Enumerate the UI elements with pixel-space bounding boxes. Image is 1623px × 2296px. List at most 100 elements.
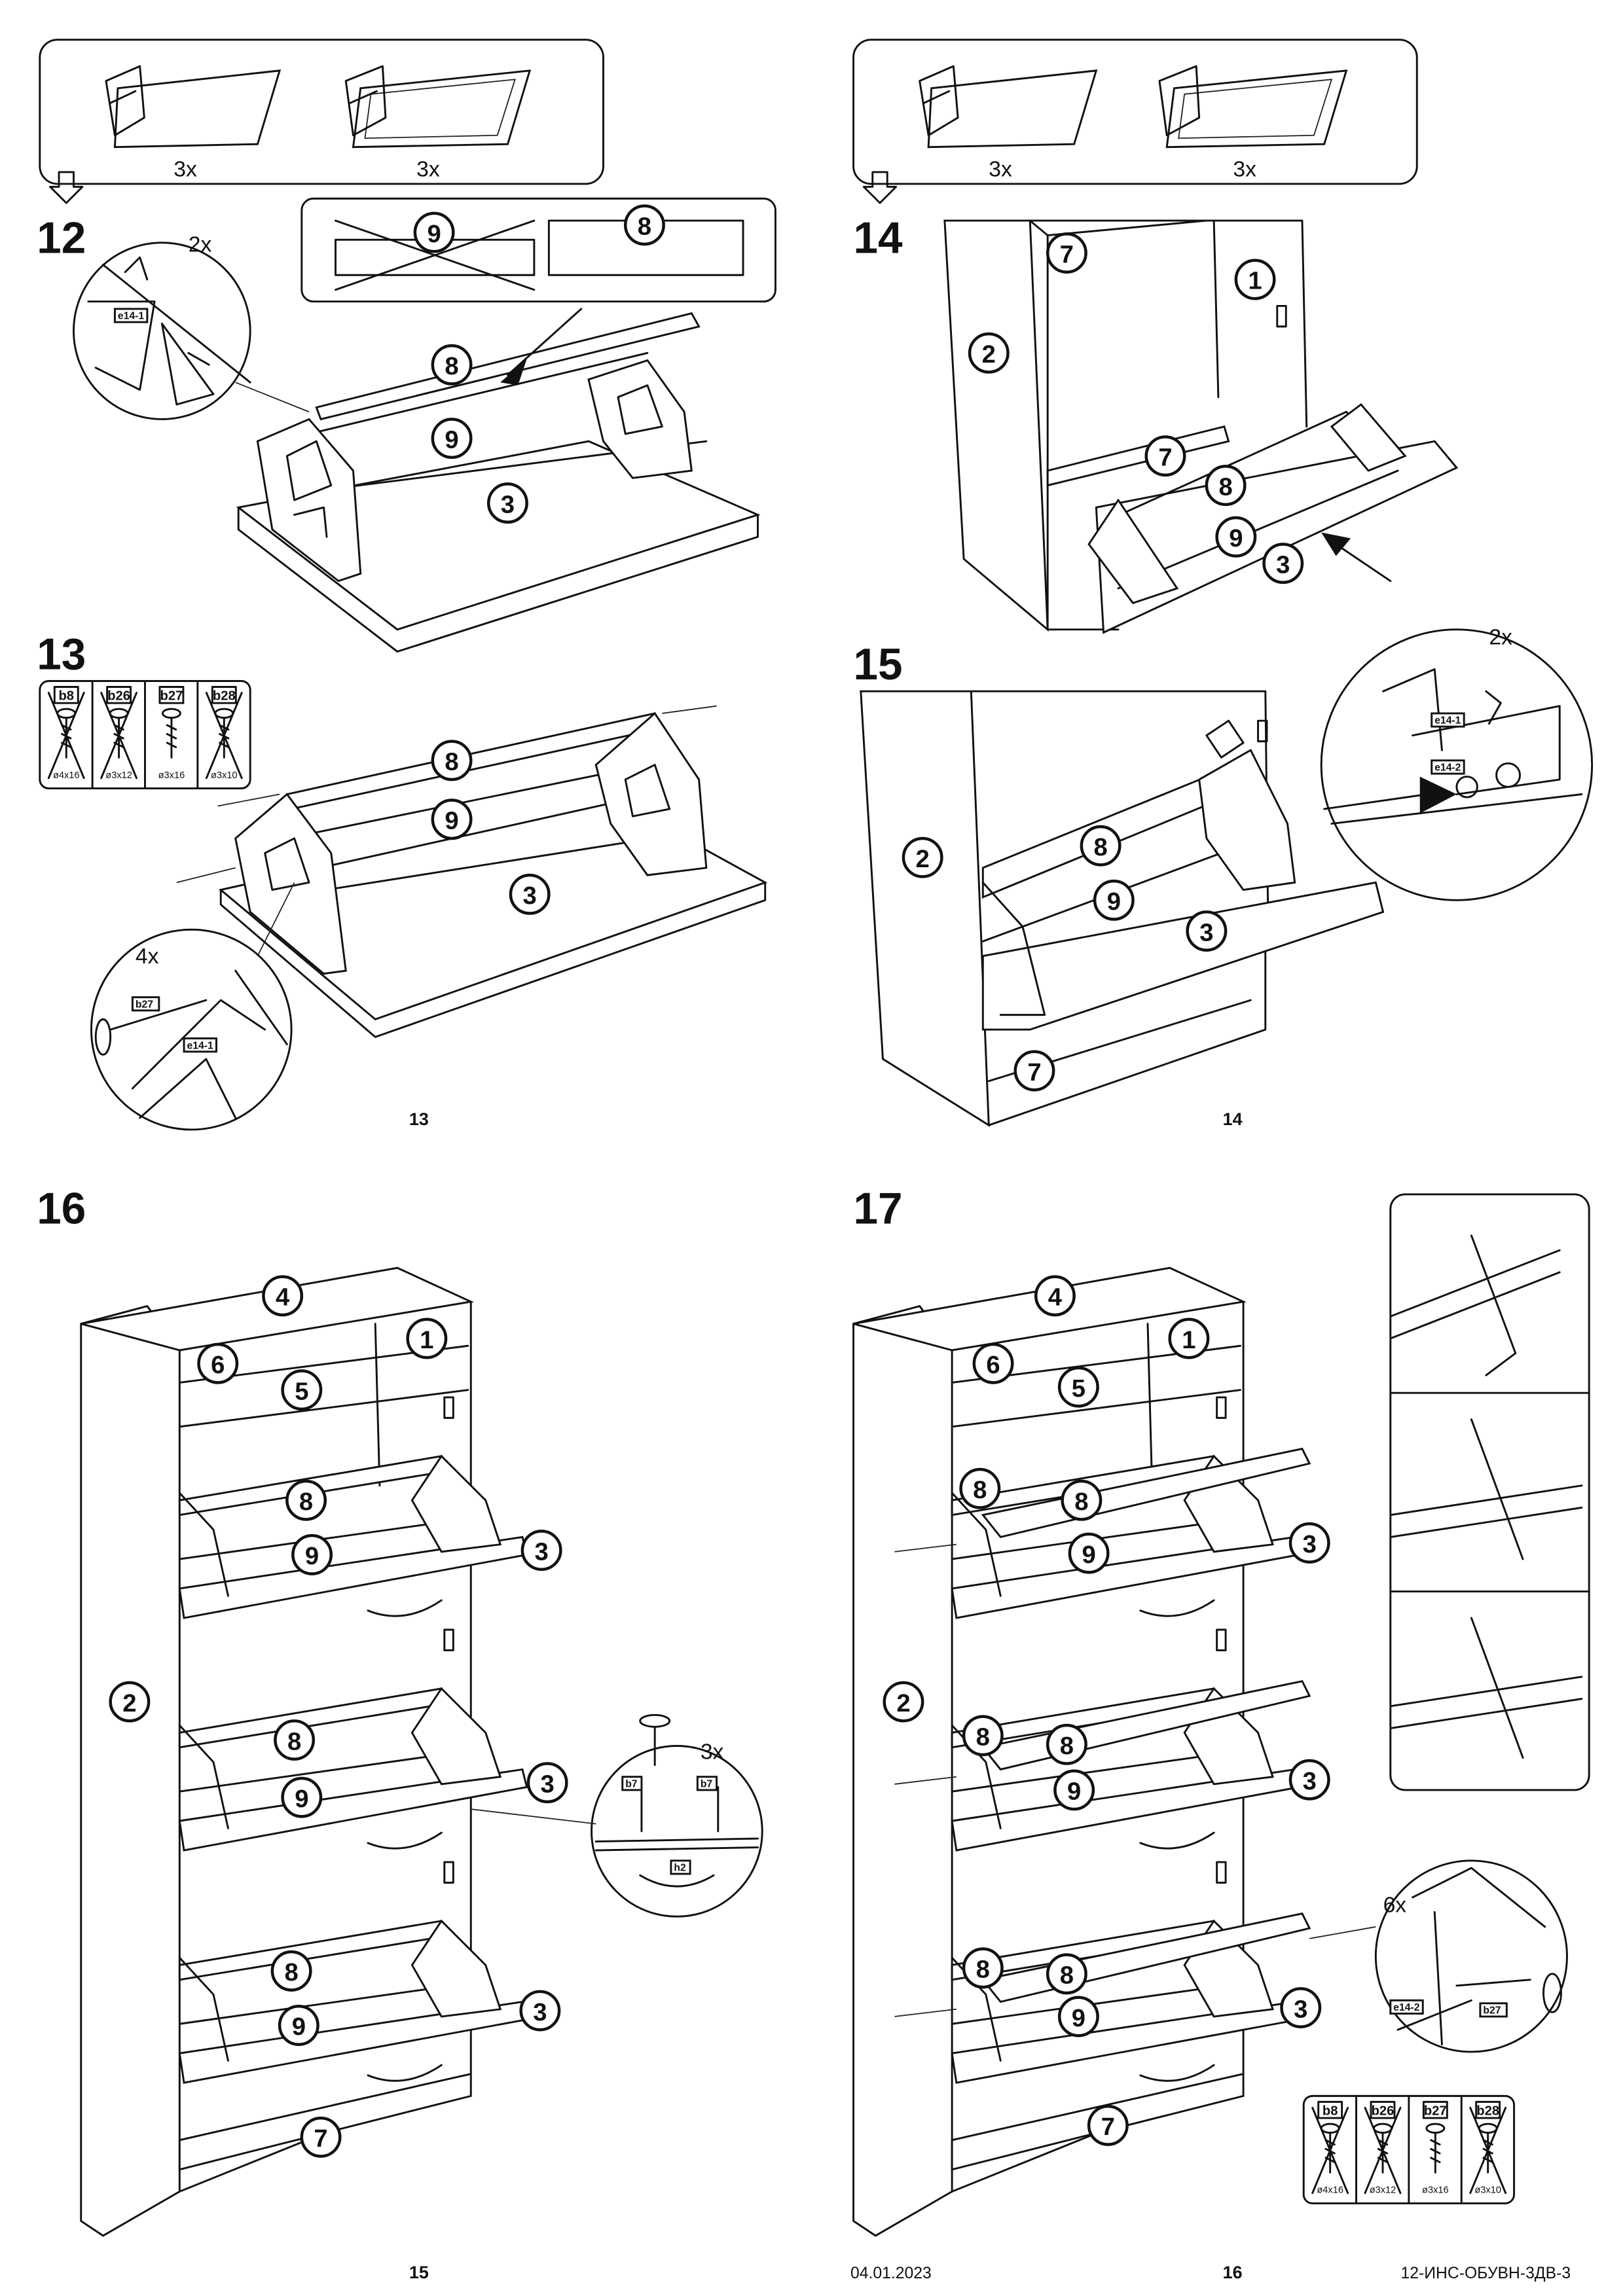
callout-qty: 6x (1383, 1892, 1407, 1917)
part-label-7: 7 (1144, 435, 1186, 477)
fitting-tag: e14-1 (118, 311, 144, 322)
panel-qty-label: 3x (989, 157, 1012, 182)
part-label-8: 8 (431, 740, 473, 781)
screw-size: ø3x12 (1370, 2185, 1396, 2196)
part-label-8: 8 (959, 1467, 1001, 1509)
part-label-2: 2 (902, 836, 943, 878)
svg-text:8: 8 (1060, 1732, 1074, 1760)
svg-text:4: 4 (1048, 1283, 1063, 1312)
svg-text:8: 8 (973, 1476, 987, 1504)
step-12: 3x 3x 12 e14-1 2x (37, 39, 776, 653)
not-used-cross-icon (100, 692, 138, 780)
step-15-drawing (860, 690, 1385, 1127)
footer: 15 04.01.2023 16 12-ИНС-ОБУВН-3ДВ-3 (409, 2263, 1571, 2282)
step-number: 16 (37, 1185, 86, 1234)
cabinet-drawing (80, 1266, 528, 2237)
part-label-8: 8 (431, 344, 473, 386)
step-number: 15 (854, 640, 903, 689)
screw-code: b8 (58, 689, 74, 704)
screw-code: b26 (107, 689, 130, 704)
svg-text:8: 8 (1074, 1488, 1088, 1516)
not-used-cross-icon (1364, 2106, 1402, 2195)
part-label-9: 9 (1053, 1769, 1095, 1811)
not-used-cross-icon (1311, 2106, 1349, 2195)
screw-legend-item-b26: b26 ø3x12 (91, 680, 138, 790)
part-label-3: 3 (519, 1990, 561, 2032)
screw-legend-item-b27: b27 ø3x16 (1408, 2094, 1449, 2204)
part-label-3: 3 (1280, 1987, 1322, 2028)
part-label-1: 1 (1234, 259, 1276, 300)
screw-size: ø4x16 (53, 770, 80, 781)
detail-callout: e14-1 2x (73, 232, 310, 420)
part-label-1: 1 (406, 1318, 448, 1359)
fitting-tag: e14-1 (1434, 715, 1461, 726)
fitting-tag: e14-1 (187, 1040, 213, 1051)
screw-code: b8 (1322, 2104, 1338, 2119)
document-code: 12-ИНС-ОБУВН-3ДВ-3 (1401, 2265, 1571, 2282)
svg-text:5: 5 (1072, 1374, 1085, 1403)
part-label-5: 5 (1057, 1366, 1099, 1408)
svg-text:3: 3 (523, 882, 537, 910)
svg-text:8: 8 (299, 1488, 313, 1516)
not-used-cross-icon (205, 692, 243, 780)
part-label-9: 9 (1068, 1532, 1110, 1574)
svg-text:2: 2 (896, 1689, 910, 1717)
screw-code: b27 (1424, 2104, 1447, 2119)
not-used-cross-icon (1469, 2106, 1507, 2195)
svg-text:8: 8 (1093, 833, 1107, 861)
svg-text:8: 8 (976, 1956, 990, 1984)
part-label-8: 8 (1061, 1479, 1103, 1521)
screw-size: ø3x12 (105, 770, 132, 781)
page-number-left: 15 (409, 2263, 429, 2282)
svg-text:7: 7 (1101, 2113, 1115, 2141)
screw-tag: b7 (625, 1778, 638, 1789)
part-label-6: 6 (197, 1342, 239, 1384)
part-label-8: 8 (274, 1719, 316, 1761)
screw-code: b26 (1372, 2104, 1395, 2119)
screw-legend-item-b8: b8 ø4x16 (47, 686, 85, 781)
svg-text:8: 8 (1218, 473, 1232, 501)
screw-code: b27 (160, 689, 183, 704)
part-label-3: 3 (1186, 910, 1228, 952)
svg-text:1: 1 (420, 1326, 433, 1354)
page-number-right: 16 (1223, 2263, 1243, 2282)
step-14: 3x 3x 14 14 (852, 39, 1459, 1129)
svg-text:5: 5 (295, 1377, 308, 1405)
cabinet-drawing (852, 1266, 1311, 2237)
svg-text:8: 8 (445, 352, 458, 380)
screw-size: ø3x16 (1422, 2185, 1449, 2196)
svg-text:8: 8 (284, 1958, 298, 1986)
step-number: 14 (854, 214, 903, 263)
part-label-9: 9 (431, 798, 473, 840)
svg-text:8: 8 (445, 748, 458, 776)
not-used-cross-icon (47, 692, 85, 780)
screw-code: b28 (1476, 2104, 1499, 2119)
svg-text:9: 9 (445, 806, 458, 834)
parts-overview-panel-left: 3x 3x (39, 39, 604, 185)
part-label-7: 7 (300, 2116, 342, 2158)
svg-text:2: 2 (122, 1689, 136, 1717)
step-number: 12 (37, 214, 86, 263)
print-date: 04.01.2023 (850, 2265, 932, 2282)
part-label-2: 2 (968, 332, 1010, 374)
fitting-tag: e14-2 (1393, 2002, 1419, 2013)
part-label-3: 3 (486, 482, 528, 524)
svg-text:8: 8 (1060, 1962, 1074, 1990)
svg-text:9: 9 (1072, 2004, 1085, 2032)
part-label-3: 3 (1288, 1522, 1330, 1564)
step-15: 15 e14-1 e14-2 2x (854, 624, 1594, 1127)
part-label-3: 3 (526, 1762, 568, 1804)
detail-callout: e14-1 e14-2 2x (1320, 624, 1594, 901)
svg-text:1: 1 (1182, 1326, 1195, 1354)
svg-text:9: 9 (1067, 1778, 1081, 1806)
svg-text:9: 9 (295, 1785, 308, 1813)
part-label-9: 9 (431, 418, 473, 459)
part-label-6: 6 (972, 1342, 1014, 1384)
fitting-tag: e14-2 (1434, 762, 1461, 774)
